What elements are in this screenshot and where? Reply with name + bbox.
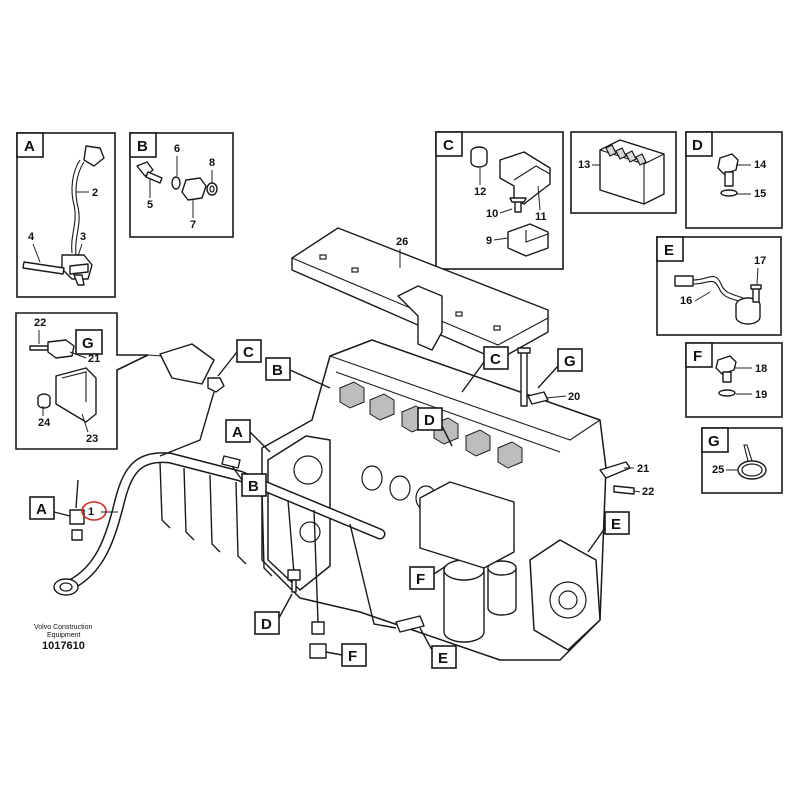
callout-e-right: E [611, 516, 621, 533]
cable-tie-part [737, 444, 767, 480]
panel-a-tag: A [24, 138, 35, 155]
pressure-sensor-part [470, 146, 551, 257]
part-number-9: 9 [486, 235, 492, 247]
sensor-assembly-part [136, 161, 218, 201]
part-number-22: 22 [34, 317, 46, 329]
panel-d-tag: D [692, 137, 703, 154]
part-number-10: 10 [486, 208, 498, 220]
part-number-26: 26 [396, 236, 408, 248]
part-number-8: 8 [209, 157, 215, 169]
callout-d-lower: D [261, 616, 272, 633]
part-number-25: 25 [712, 464, 724, 476]
callout-b-lower: B [248, 478, 259, 495]
part-number-14: 14 [754, 159, 767, 171]
callout-f-middle: F [416, 571, 425, 588]
temperature-sensor-part-f [715, 355, 737, 397]
part-number-11: 11 [535, 211, 547, 223]
credit-line-2: Equipment [47, 632, 81, 639]
detail-panel-a: A 2 4 3 [16, 132, 116, 298]
callout-a-left: A [36, 501, 47, 518]
document-number: 1017610 [42, 640, 85, 652]
bracket-g-tag: G [82, 335, 94, 352]
detail-panel-ecu: 13 [570, 131, 677, 214]
bracket-assembly-part [29, 339, 97, 423]
part-number-21-main: 21 [637, 463, 649, 475]
part-number-13: 13 [578, 159, 590, 171]
callout-e-lower: E [438, 650, 448, 667]
part-number-17: 17 [754, 255, 766, 267]
cover-plate-part [291, 227, 549, 361]
part-number-23: 23 [86, 433, 98, 445]
engine-drawing: 26 [53, 227, 654, 661]
temperature-sensor-part-d [717, 153, 739, 197]
part-number-16: 16 [680, 295, 692, 307]
part-number-5: 5 [147, 199, 153, 211]
callout-a-front: A [232, 424, 243, 441]
detail-panel-bracket: G 22 21 24 23 [15, 312, 149, 450]
part-number-15: 15 [754, 188, 766, 200]
part-number-6: 6 [174, 143, 180, 155]
callout-b-upper: B [272, 362, 283, 379]
main-callouts: C B A B C G D A F D [29, 339, 630, 669]
panel-c-tag: C [443, 137, 454, 154]
credit-line-1: Volvo Construction [34, 624, 92, 631]
part-number-24: 24 [38, 417, 51, 429]
part-number-12: 12 [474, 186, 486, 198]
part-number-1: 1 [88, 506, 94, 518]
panel-b-tag: B [137, 138, 148, 155]
detail-panel-b: B 6 8 5 7 [129, 132, 234, 238]
part-number-22-main: 22 [642, 486, 654, 498]
detail-panel-d: D 14 15 [685, 131, 783, 229]
part-number-7: 7 [190, 219, 196, 231]
panel-e-tag: E [664, 242, 674, 259]
part-number-18: 18 [755, 363, 767, 375]
crankshaft-sensor-part [22, 145, 105, 286]
part-number-2: 2 [92, 187, 98, 199]
callout-d-upper: D [424, 412, 435, 429]
control-unit-part [599, 139, 665, 205]
part-number-4: 4 [28, 231, 35, 243]
speed-sensor-part-e [674, 275, 762, 325]
panel-g-tag: G [708, 433, 720, 450]
detail-panel-g: G 25 [701, 427, 783, 494]
callout-c-left: C [243, 344, 254, 361]
detail-panel-f: F 18 19 [685, 342, 783, 418]
part-number-3: 3 [80, 231, 86, 243]
wiring-harness [53, 377, 425, 659]
part-number-21: 21 [88, 353, 100, 365]
callout-c-right: C [490, 351, 501, 368]
detail-panel-e: E 17 16 [656, 236, 782, 336]
panel-f-tag: F [693, 348, 702, 365]
callout-g-main: G [564, 353, 576, 370]
part-number-19: 19 [755, 389, 767, 401]
detail-panel-c: C 12 11 10 9 [435, 131, 564, 270]
callout-f-lower: F [348, 648, 357, 665]
footer-credit: Volvo Construction Equipment 1017610 [34, 624, 92, 652]
part-number-20: 20 [568, 391, 580, 403]
